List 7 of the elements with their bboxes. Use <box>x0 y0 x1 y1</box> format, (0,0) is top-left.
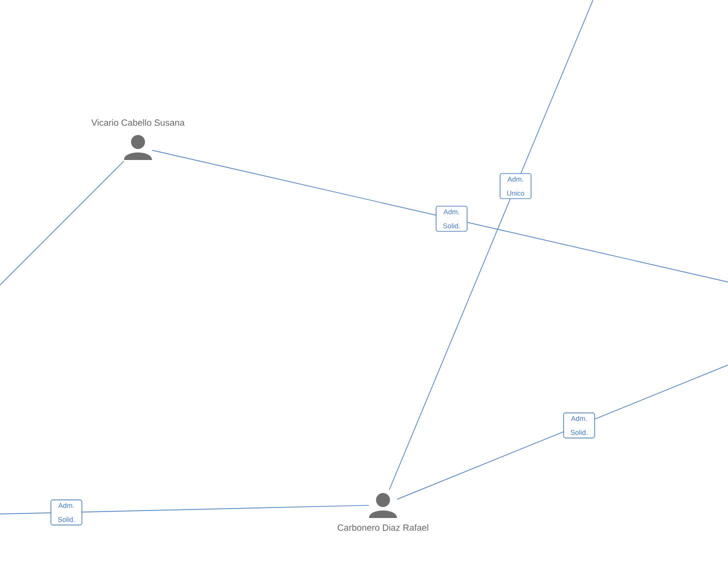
person-name: Vicario Cabello Susana <box>91 119 185 126</box>
connector-line <box>388 0 594 490</box>
connector-line <box>396 364 728 500</box>
connector-line <box>152 150 728 282</box>
person-name: Carbonero Diaz Rafael <box>338 524 428 531</box>
connector-line <box>0 504 370 514</box>
connector-line <box>0 160 124 286</box>
